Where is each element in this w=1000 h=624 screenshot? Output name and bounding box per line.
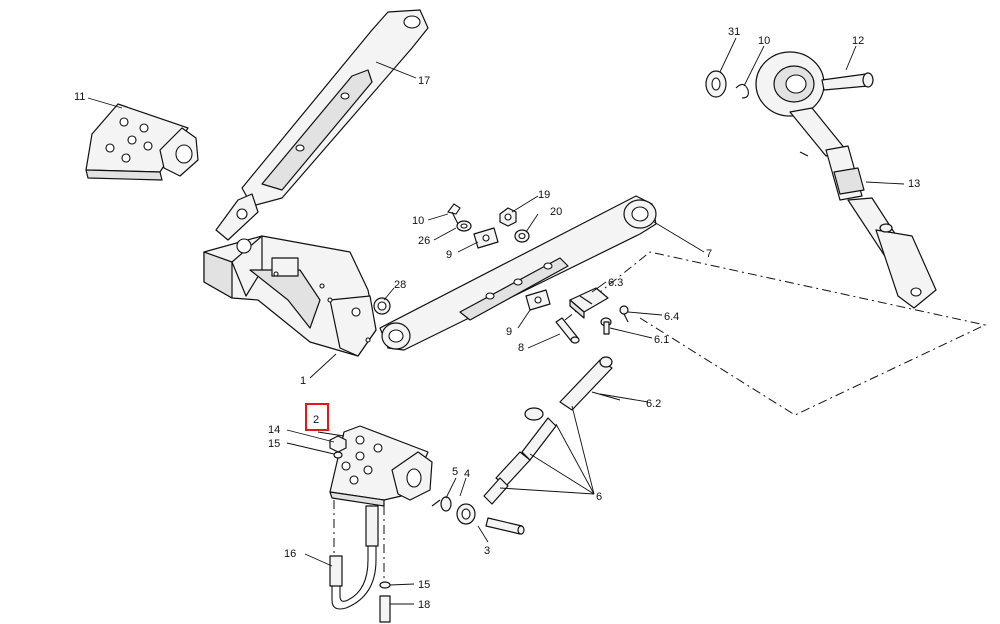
callout-6-1: 6.1 (654, 334, 669, 346)
callout-4: 4 (464, 468, 470, 480)
part-4-washer (440, 496, 452, 512)
part-5-pin (431, 499, 441, 507)
part-26-washer (456, 220, 472, 232)
callout-19: 19 (538, 189, 550, 201)
part-9-plate-upper (473, 227, 499, 249)
part-9-plate-lower (525, 289, 551, 311)
callout-15-lower: 15 (418, 579, 430, 591)
part-11-bracket (85, 103, 199, 181)
part-15-washer-lower (379, 581, 391, 589)
part-13-adjuster (799, 145, 937, 309)
callout-13: 13 (908, 178, 920, 190)
part-2-bracket (329, 425, 433, 507)
part-31-washer (705, 70, 727, 98)
part-6-1-pin (600, 317, 612, 335)
callout-10-right: 10 (758, 35, 770, 47)
part-14-nut (329, 435, 347, 453)
callout-5: 5 (452, 466, 458, 478)
callout-18: 18 (418, 599, 430, 611)
part-18-nut (379, 595, 391, 623)
callout-28: 28 (394, 279, 406, 291)
callout-6: 6 (596, 491, 602, 503)
callout-31: 31 (728, 26, 740, 38)
callout-10-upper: 10 (412, 215, 424, 227)
callout-14: 14 (268, 424, 280, 436)
part-10-clip-upper (447, 203, 461, 225)
assembly-dash-line (564, 251, 987, 416)
part-19-nut (499, 207, 517, 227)
part-12-pin (821, 72, 874, 91)
part-10-clip-upper-right (735, 83, 749, 99)
callout-8: 8 (518, 342, 524, 354)
part-20-washer (514, 229, 530, 243)
callout-6-3: 6.3 (608, 277, 623, 289)
callout-7: 7 (706, 248, 712, 260)
part-ball-eye (755, 51, 847, 157)
callout-3: 3 (484, 545, 490, 557)
part-6-4-screw (619, 305, 629, 323)
callout-11: 11 (74, 91, 85, 103)
callout-6-4: 6.4 (664, 311, 679, 323)
callout-17: 17 (418, 75, 430, 87)
part-6-shaft-assembly (483, 356, 621, 505)
callout-15-upper: 15 (268, 438, 280, 450)
callout-12: 12 (852, 35, 864, 47)
highlight-box-part-2 (305, 403, 329, 431)
part-3-bolt (456, 503, 525, 535)
part-1-frame (203, 235, 377, 357)
callout-16: 16 (284, 548, 296, 560)
callout-20: 20 (550, 206, 562, 218)
part-7-lower-link (379, 195, 657, 351)
callout-1: 1 (300, 375, 306, 387)
part-8-pin (555, 317, 580, 344)
callout-2: 2 (313, 414, 319, 426)
leader-lines (87, 37, 905, 605)
part-28-washer (373, 297, 391, 315)
callout-6-2: 6.2 (646, 398, 661, 410)
part-16-u-bolt (329, 505, 379, 610)
callout-9-upper: 9 (446, 249, 452, 261)
part-6-3-block (569, 287, 609, 319)
part-15-washer-upper (333, 451, 343, 459)
callout-9-lower: 9 (506, 326, 512, 338)
part-17-upper-link (215, 9, 429, 241)
callout-26: 26 (418, 235, 430, 247)
